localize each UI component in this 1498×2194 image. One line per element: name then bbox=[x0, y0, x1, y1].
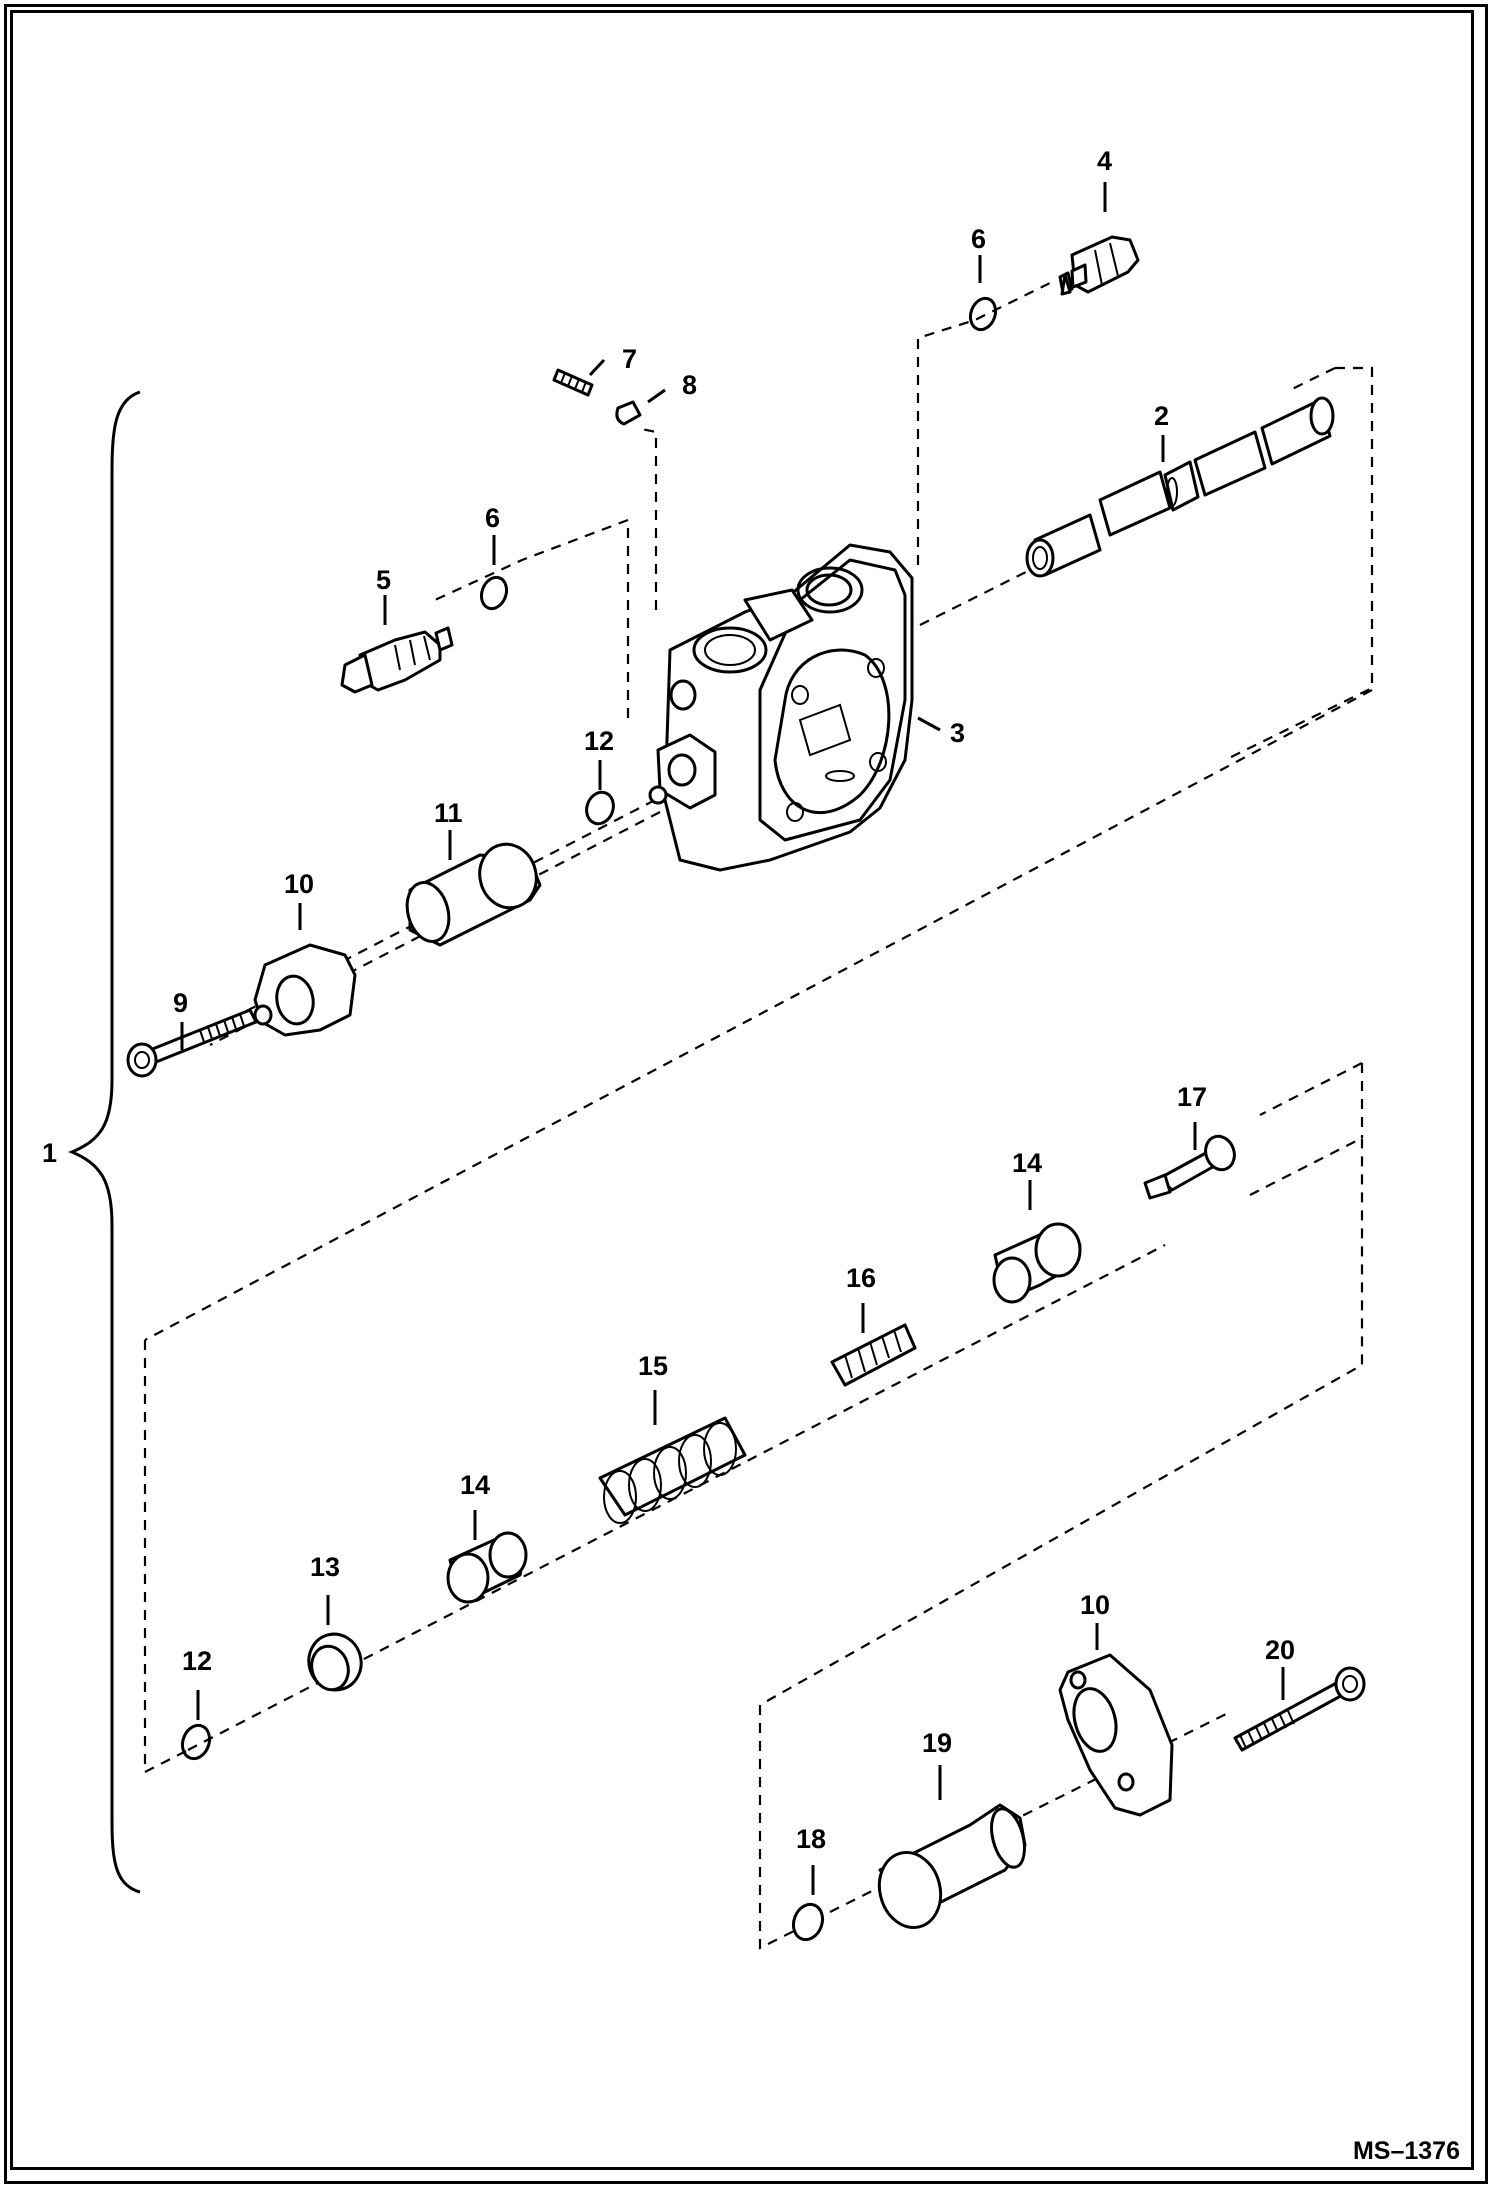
bolt-9 bbox=[126, 1008, 258, 1078]
o-ring-6-top bbox=[968, 296, 998, 332]
centerline-long-diagonal bbox=[144, 689, 1373, 1341]
retainer-13 bbox=[307, 1632, 363, 1692]
spool-frame-top bbox=[1289, 367, 1336, 391]
o-ring-6-left bbox=[479, 575, 509, 611]
spring-cap-11 bbox=[405, 842, 542, 947]
centerline-port-4 bbox=[916, 282, 1051, 565]
plug-17 bbox=[1143, 1134, 1236, 1200]
leader-8 bbox=[647, 388, 666, 404]
callout-4: 4 bbox=[1097, 146, 1112, 176]
o-ring-12-lower bbox=[180, 1723, 212, 1761]
leader-3 bbox=[917, 716, 941, 732]
small-spring-7 bbox=[552, 368, 594, 397]
callout-5: 5 bbox=[376, 565, 391, 595]
callout-10a: 10 bbox=[284, 869, 314, 899]
leader-7 bbox=[588, 358, 606, 377]
callout-16: 16 bbox=[846, 1263, 876, 1293]
callout-20: 20 bbox=[1265, 1635, 1295, 1665]
callout-10b: 10 bbox=[1080, 1590, 1110, 1620]
assembly-brace bbox=[68, 390, 141, 1894]
callout-8: 8 bbox=[682, 370, 697, 400]
callout-1: 1 bbox=[42, 1138, 57, 1168]
callout-12a: 12 bbox=[584, 726, 614, 756]
callout-7: 7 bbox=[622, 344, 637, 374]
callout-17: 17 bbox=[1177, 1082, 1207, 1112]
cover-10-upper bbox=[253, 943, 357, 1037]
spool-frame-right bbox=[1224, 366, 1374, 761]
outer-spring-15 bbox=[598, 1416, 747, 1524]
page-border bbox=[4, 4, 1488, 2184]
callout-14b: 14 bbox=[460, 1470, 490, 1500]
centerline-spool-upper bbox=[919, 569, 1031, 626]
spring-seat-14-lower bbox=[446, 1531, 528, 1604]
spring-cap-19 bbox=[877, 1803, 1027, 1930]
spring-seat-14-upper bbox=[992, 1222, 1082, 1304]
callout-18: 18 bbox=[796, 1824, 826, 1854]
callout-3: 3 bbox=[950, 718, 965, 748]
lower-frame bbox=[143, 1340, 189, 1774]
callout-15: 15 bbox=[638, 1351, 668, 1381]
bolt-20 bbox=[1233, 1666, 1366, 1752]
callout-6b: 6 bbox=[971, 224, 986, 254]
callout-19: 19 bbox=[922, 1728, 952, 1758]
lower-frame-topline bbox=[1259, 1062, 1363, 1116]
centerline-port-8 bbox=[636, 426, 658, 610]
lower-frame-right bbox=[759, 1136, 1364, 1706]
callout-11: 11 bbox=[434, 798, 463, 828]
bottom-frame bbox=[758, 1705, 801, 1950]
pressure-switch-fitting-top bbox=[1058, 235, 1140, 296]
callout-6a: 6 bbox=[485, 503, 500, 533]
centerline-port-5 bbox=[434, 518, 630, 718]
callout-13: 13 bbox=[310, 1552, 340, 1582]
spool bbox=[1025, 396, 1335, 578]
o-ring-12-upper bbox=[585, 790, 615, 826]
o-ring-18 bbox=[791, 1902, 825, 1942]
callout-12b: 12 bbox=[182, 1646, 212, 1676]
callout-9: 9 bbox=[173, 988, 188, 1018]
page-border-inner bbox=[10, 10, 1474, 2170]
callout-2: 2 bbox=[1154, 401, 1169, 431]
check-poppet-8 bbox=[615, 400, 642, 426]
cover-10-lower bbox=[1058, 1653, 1174, 1817]
figure-code: MS–1376 bbox=[1352, 2137, 1460, 2165]
pressure-switch-fitting-left bbox=[340, 626, 454, 694]
valve-body bbox=[648, 543, 914, 872]
callout-14a: 14 bbox=[1012, 1148, 1042, 1178]
inner-spring-16 bbox=[830, 1323, 917, 1387]
